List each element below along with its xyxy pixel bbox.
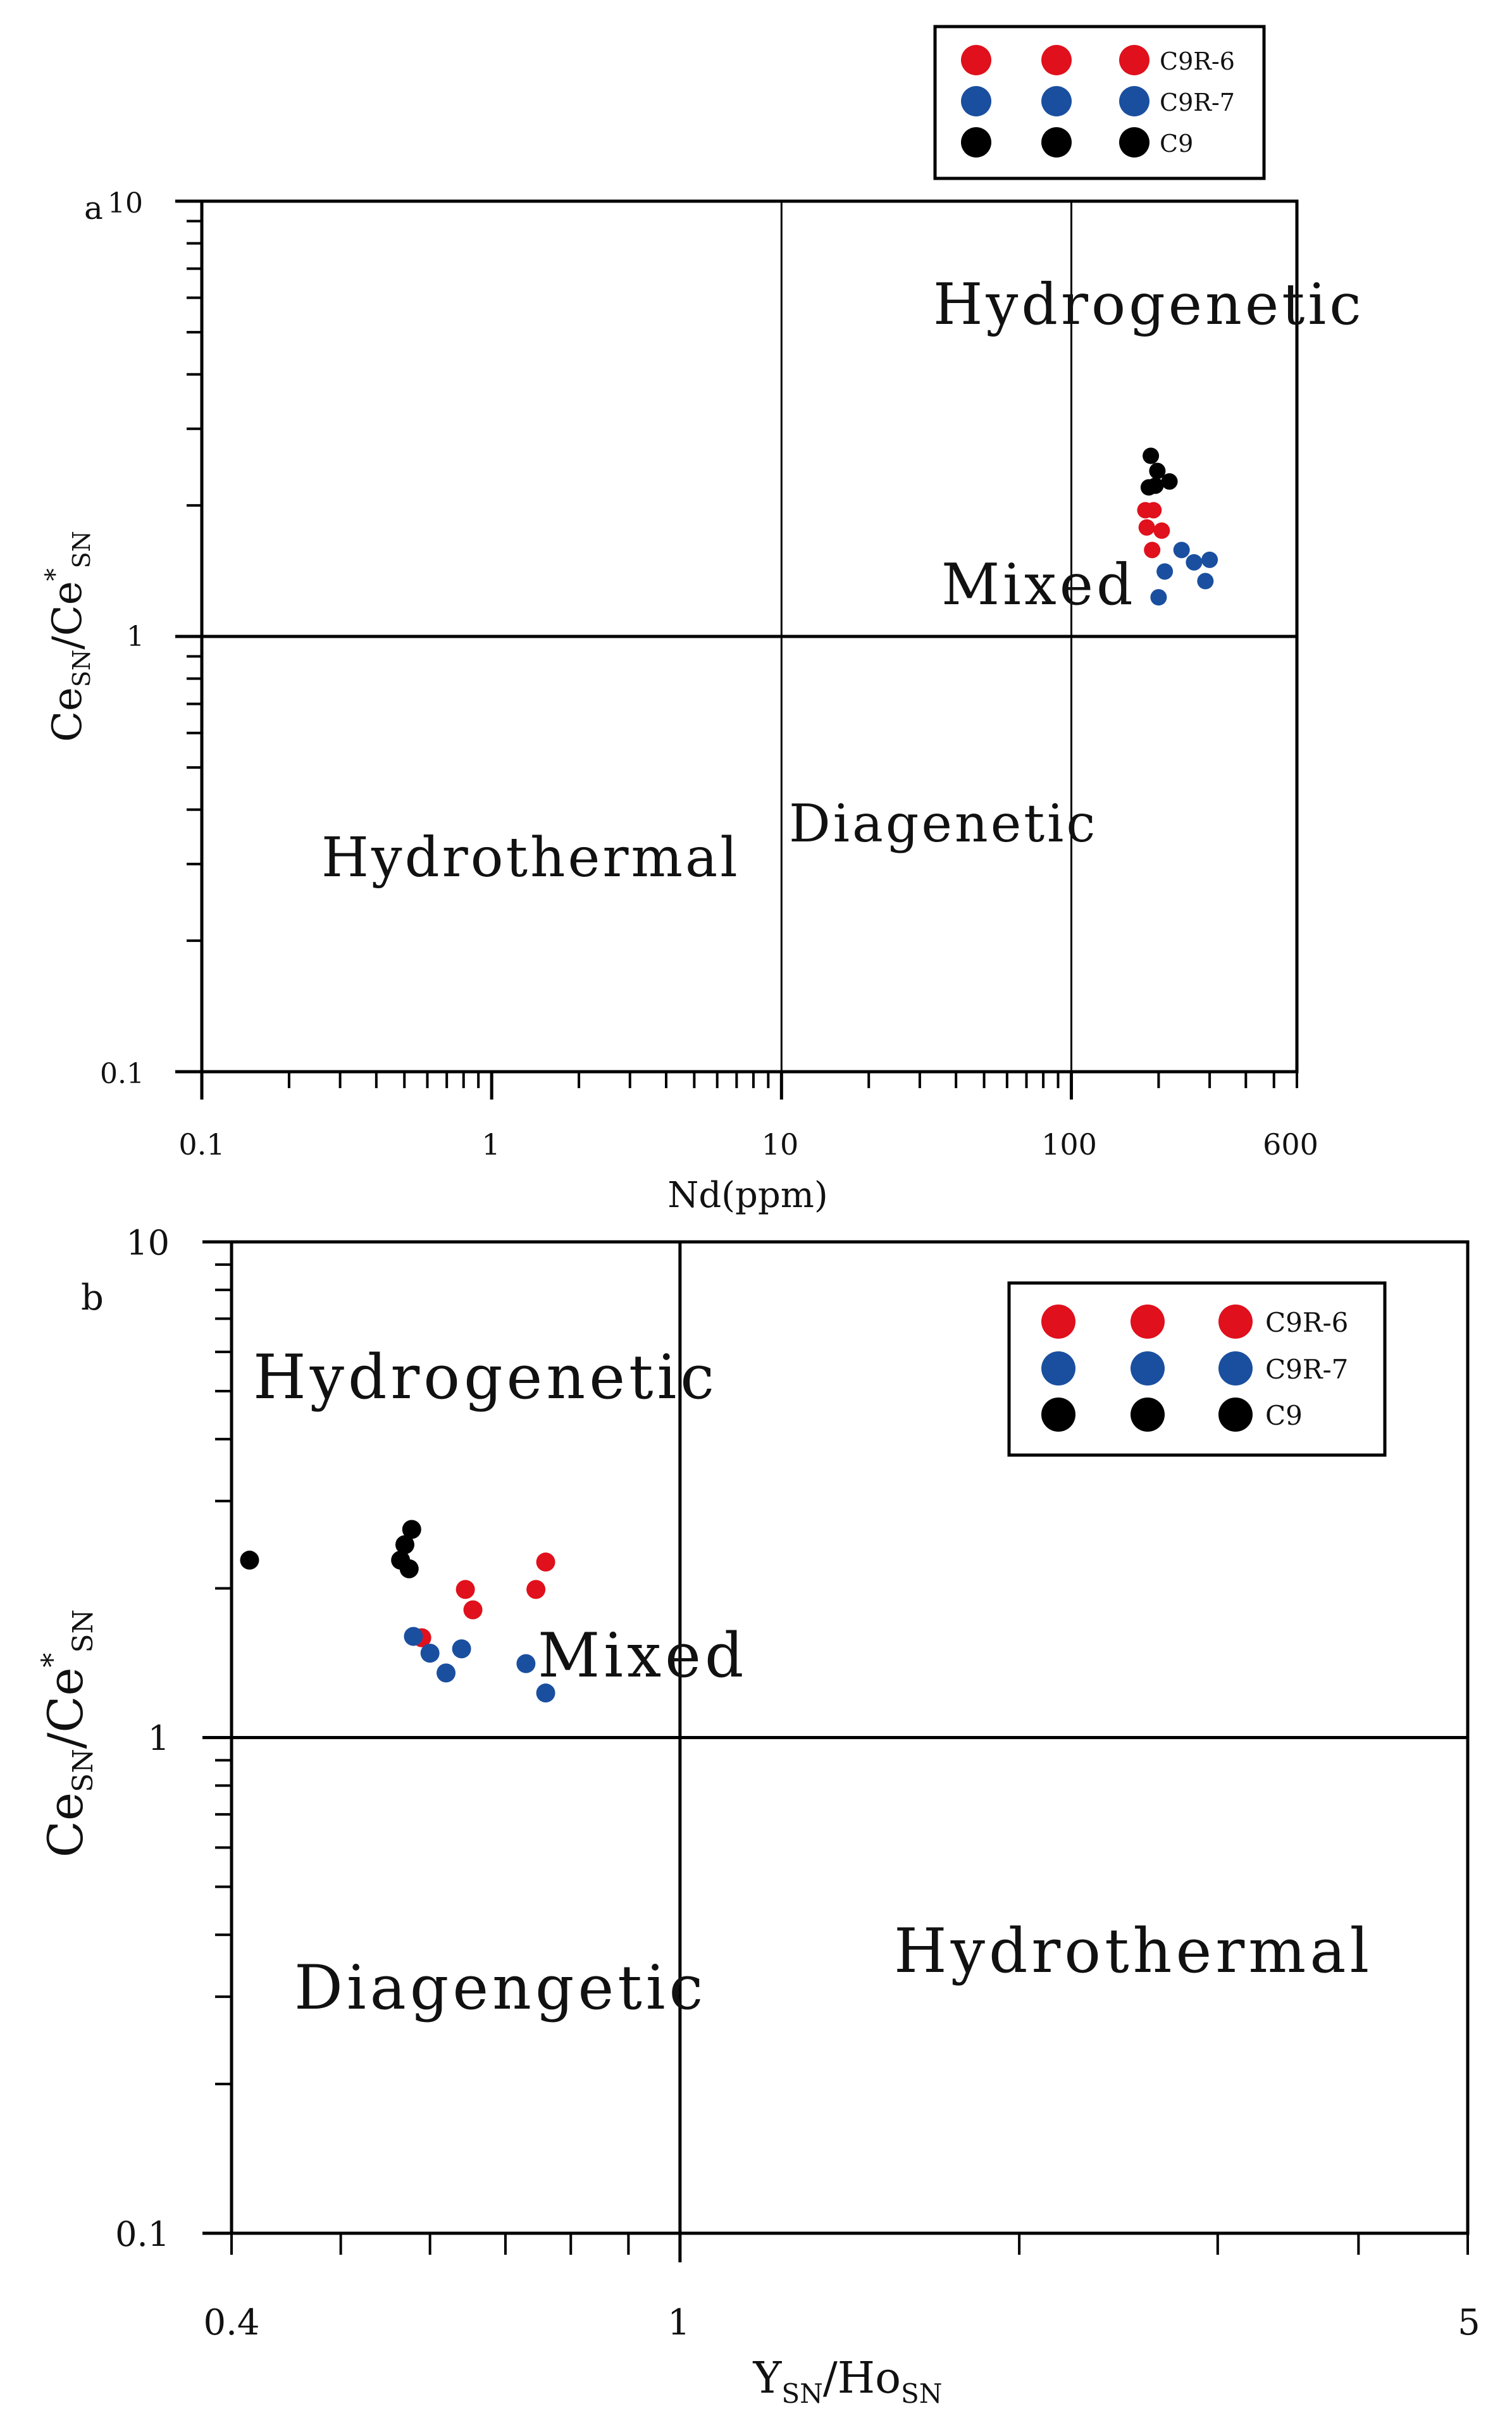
panel-b-y-tick-label: 0.1 [115, 2214, 170, 2254]
panel-a-x-tick-label: 100 [1041, 1127, 1097, 1162]
panel-a-x-tick-label: 0.1 [178, 1127, 225, 1162]
data-point-c9 [395, 1535, 415, 1554]
legend-entry: C9R-7 [1041, 1351, 1348, 1385]
data-point-c9 [1140, 479, 1157, 496]
legend-marker [1218, 1351, 1253, 1385]
data-point-c9r-6 [463, 1600, 483, 1620]
data-point-c9r-7 [516, 1654, 536, 1673]
panel-b-x-axis-ticks [230, 2233, 1469, 2262]
panel-b-y-axis-label: CeSN/Ce*SN [35, 1609, 99, 1857]
data-point-c9r-6 [1145, 502, 1162, 519]
panel-a-region-label-mixed: Mixed [941, 552, 1136, 618]
legend-marker [1218, 1398, 1253, 1432]
panel-b-x-tick-label: 5 [1458, 2302, 1480, 2343]
panel-a-y-tick-label: 1 [127, 621, 144, 653]
legend-marker [961, 86, 991, 116]
panel-b-region-label-diagengetic: Diagengetic [294, 1952, 707, 2023]
legend-label: C9R-6 [1160, 47, 1235, 75]
panel-a-y-tick-label: 0.1 [100, 1058, 144, 1090]
legend-marker [1131, 1398, 1165, 1432]
legend-marker [1119, 86, 1149, 116]
panel-a-y-tick-label: 10 [108, 187, 143, 220]
legend-label: C9R-7 [1160, 89, 1235, 116]
panel-a-data-points [1137, 447, 1218, 606]
panel-a: a 10 1 0.1 0.1 1 10 100 600 Nd(ppm) CeSN… [40, 25, 1365, 1216]
data-point-c9r-7 [1186, 554, 1203, 571]
data-point-c9 [1149, 462, 1166, 480]
panel-b-x-tick-label: 0.4 [203, 2302, 259, 2343]
legend-marker [1119, 127, 1149, 158]
legend-entry: C9 [1041, 1398, 1303, 1432]
panel-a-y-axis-ticks [175, 199, 202, 1074]
panel-b-letter: b [81, 1277, 104, 1318]
data-point-c9r-7 [404, 1627, 423, 1646]
data-point-c9r-7 [1156, 563, 1174, 580]
data-point-c9r-6 [1144, 542, 1161, 559]
panel-a-region-label-hydrothermal: Hydrothermal [321, 826, 740, 890]
panel-b-y-tick-label: 10 [126, 1223, 170, 1263]
legend-marker [1041, 1398, 1075, 1432]
legend-label: C9 [1160, 130, 1193, 158]
panel-b-data-points [240, 1520, 555, 1703]
legend-entry: C9R-6 [1041, 1305, 1348, 1339]
data-point-c9 [1161, 473, 1178, 490]
legend-marker [1218, 1305, 1253, 1339]
data-point-c9r-7 [1173, 542, 1190, 559]
data-point-c9 [399, 1559, 419, 1578]
panel-b-y-tick-label: 1 [148, 1718, 170, 1758]
legend-entry: C9 [961, 127, 1193, 158]
panel-a-letter: a [84, 190, 103, 226]
data-point-c9r-6 [526, 1580, 546, 1599]
data-point-c9 [1143, 447, 1160, 464]
data-point-c9 [402, 1520, 421, 1539]
panel-a-legend: C9R-6 C9R-7 C9 [933, 25, 1266, 180]
panel-b-x-tick-label: 1 [667, 2302, 690, 2343]
panel-a-x-tick-label: 600 [1263, 1127, 1318, 1162]
data-point-c9r-7 [1197, 573, 1214, 590]
legend-entry: C9R-7 [961, 86, 1235, 116]
legend-marker [1131, 1305, 1165, 1339]
legend-marker [1041, 1305, 1075, 1339]
data-point-c9r-6 [1138, 519, 1155, 536]
panel-a-divider-lines [202, 201, 1297, 1072]
panel-a-region-label-hydrogenetic: Hydrogenetic [933, 271, 1365, 338]
panel-b-x-axis-label: YSN/HoSN [752, 2353, 942, 2409]
data-point-c9r-6 [1153, 522, 1170, 539]
legend-marker [1119, 45, 1149, 75]
panel-a-x-tick-label: 1 [481, 1127, 500, 1162]
data-point-c9r-6 [536, 1553, 555, 1572]
legend-marker [1041, 86, 1072, 116]
legend-marker [1041, 1351, 1075, 1385]
data-point-c9r-7 [452, 1639, 471, 1659]
panel-b-legend: C9R-6 C9R-7 C9 [1007, 1281, 1387, 1457]
legend-label: C9 [1265, 1400, 1303, 1431]
legend-marker [961, 127, 991, 158]
legend-entry: C9R-6 [961, 45, 1235, 75]
panel-a-x-tick-label: 10 [762, 1127, 799, 1162]
panel-b-region-label-hydrothermal: Hydrothermal [894, 1916, 1373, 1987]
data-point-c9r-7 [1150, 589, 1167, 606]
panel-b-region-label-mixed: Mixed [538, 1620, 747, 1691]
data-point-c9r-7 [536, 1683, 555, 1703]
panel-b: b 10 1 0.1 0.4 1 5 YSN/HoSN CeSN/Ce*SN H… [35, 1223, 1480, 2409]
data-point-c9 [240, 1551, 259, 1570]
legend-marker [961, 45, 991, 75]
panel-b-y-axis-ticks [202, 1240, 232, 2235]
panel-a-x-axis-label: Nd(ppm) [667, 1175, 827, 1216]
data-point-c9r-7 [1201, 551, 1218, 568]
panel-a-x-axis-ticks [200, 1072, 1298, 1100]
data-point-c9r-7 [437, 1663, 456, 1683]
panel-a-y-axis-label: CeSN/Ce*SN [40, 531, 96, 742]
legend-marker [1041, 127, 1072, 158]
panel-a-region-label-diagenetic: Diagenetic [789, 794, 1098, 854]
panel-b-divider-lines [232, 1242, 1468, 2233]
legend-marker [1131, 1351, 1165, 1385]
legend-label: C9R-6 [1265, 1307, 1348, 1338]
data-point-c9r-6 [455, 1580, 475, 1599]
legend-label: C9R-7 [1265, 1354, 1348, 1385]
legend-marker [1041, 45, 1072, 75]
panel-b-region-label-hydrogenetic: Hydrogenetic [253, 1342, 718, 1413]
data-point-c9r-7 [420, 1644, 440, 1663]
